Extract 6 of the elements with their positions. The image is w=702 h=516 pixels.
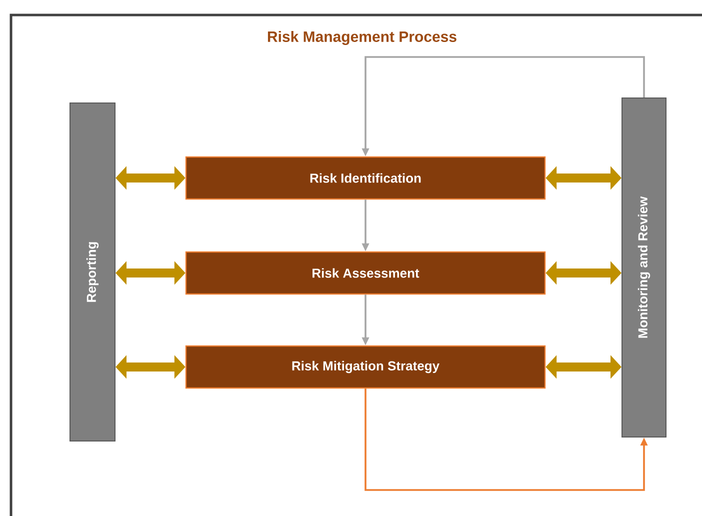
title: Risk Management Process [268, 30, 456, 46]
process-box: Risk Mitigation Strategy [185, 345, 546, 389]
process-box: Risk Identification [185, 156, 546, 200]
process-box: Risk Assessment [185, 251, 546, 295]
vertical-bar: Reporting [70, 102, 116, 442]
vertical-bar: Monitoring and Review [622, 98, 666, 438]
